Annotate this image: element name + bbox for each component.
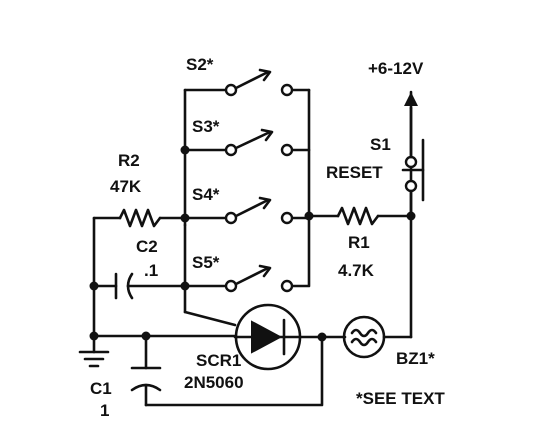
capacitor-c2 xyxy=(114,272,134,300)
label-c2-name: C2 xyxy=(136,237,158,256)
wiring xyxy=(92,88,413,407)
label-reset: RESET xyxy=(326,163,383,182)
label-c2-value: .1 xyxy=(144,261,158,280)
pushbutton-s1 xyxy=(401,106,425,218)
switch-s2 xyxy=(224,68,294,97)
label-r1-name: R1 xyxy=(348,233,370,252)
label-r2-name: R2 xyxy=(118,151,140,170)
label-scr1-part: 2N5060 xyxy=(184,373,244,392)
junction-dots xyxy=(89,145,416,342)
label-r1-value: 4.7K xyxy=(338,261,375,280)
label-r2-value: 47K xyxy=(110,177,142,196)
label-scr1-name: SCR1 xyxy=(196,351,241,370)
scr1-symbol xyxy=(233,303,302,371)
supply-arrow-icon xyxy=(404,90,418,106)
resistor-r2 xyxy=(118,208,162,228)
switch-s4 xyxy=(224,196,294,225)
ground-icon xyxy=(78,334,110,368)
capacitor-c1 xyxy=(130,366,162,392)
label-c1-name: C1 xyxy=(90,379,112,398)
label-s1: S1 xyxy=(370,135,391,154)
label-s2: S2* xyxy=(186,55,214,74)
label-footnote: *SEE TEXT xyxy=(356,389,445,408)
label-supply: +6-12V xyxy=(368,59,424,78)
label-bz1: BZ1* xyxy=(396,349,435,368)
resistor-r1 xyxy=(336,206,380,226)
buzzer-bz1 xyxy=(342,315,386,359)
label-s4: S4* xyxy=(192,185,220,204)
label-s3: S3* xyxy=(192,117,220,136)
label-c1-value: 1 xyxy=(100,401,109,420)
switch-s5 xyxy=(224,264,294,293)
switch-s3 xyxy=(224,128,294,157)
label-s5: S5* xyxy=(192,253,220,272)
